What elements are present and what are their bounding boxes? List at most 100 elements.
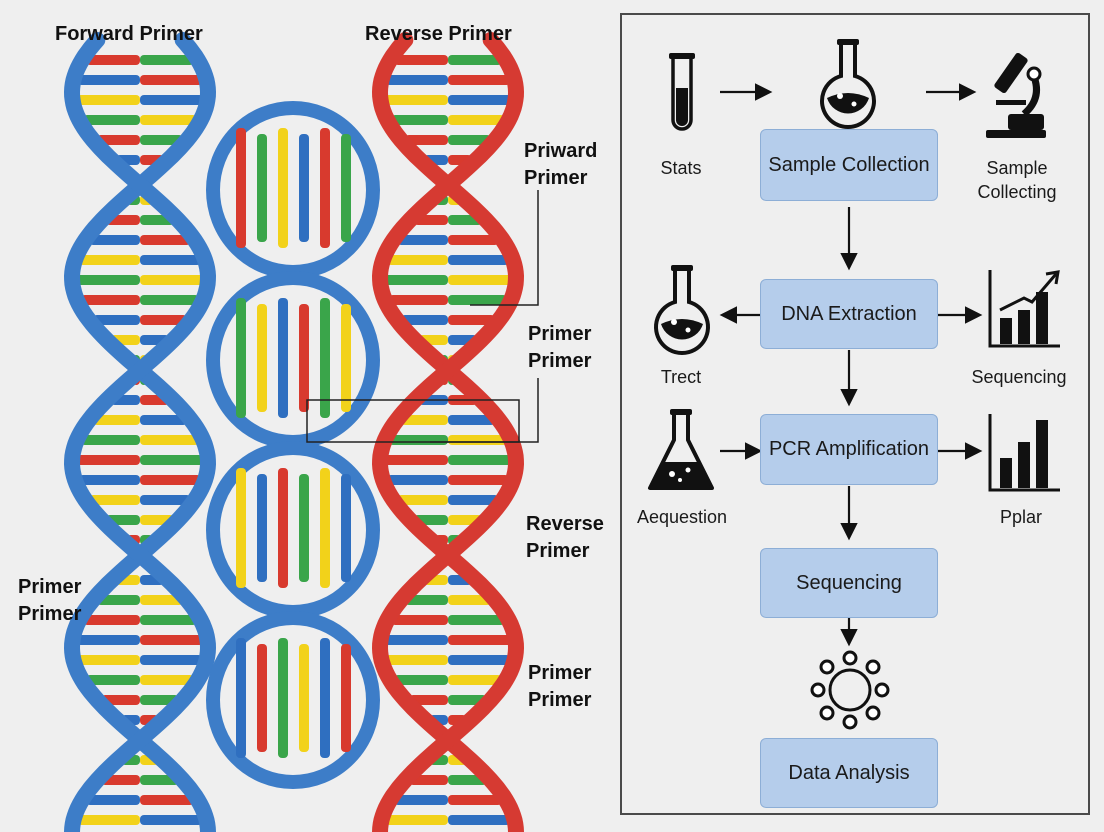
base-pair [386,475,448,485]
base-pair [409,775,448,785]
base-pair [397,235,448,245]
base-pair [140,695,179,705]
base-pair [76,455,140,465]
base-pair [77,75,140,85]
base-pair [101,775,140,785]
step-sample-collection: Sample Collection [760,129,938,201]
base-pair [257,134,267,242]
base-pair [320,468,330,588]
base-pair [448,695,487,705]
highlight-box [306,399,520,443]
base-pair [80,295,140,305]
reverse-primer-label: Reverse Primer [365,23,512,45]
base-pair [404,595,448,605]
base-pair [86,795,140,805]
base-pair [404,135,448,145]
base-pair [140,235,191,245]
base-pair [341,474,351,582]
base-pair [320,298,330,418]
base-pair [76,635,140,645]
base-pair [278,638,288,758]
base-pair [448,55,502,65]
base-pair [299,134,309,242]
base-pair [140,135,184,145]
base-pair [341,304,351,412]
base-pair [320,128,330,248]
base-pair [140,55,194,65]
base-pair [92,415,140,425]
base-pair [236,128,246,248]
base-pair [86,675,140,685]
forward-primer-label: Forward Primer [55,23,203,45]
base-pair [140,475,202,485]
base-pair [448,655,511,665]
base-pair [299,474,309,582]
base-pair [76,95,140,105]
base-pair [86,55,140,65]
base-pair [140,675,194,685]
base-pair [278,128,288,248]
base-pair [92,315,140,325]
base-pair [140,75,203,85]
base-pair [448,75,511,85]
base-pair [385,655,448,665]
base-pair [140,435,200,445]
base-pair [140,615,197,625]
base-pair [257,644,267,752]
base-pair [140,595,184,605]
base-pair [384,455,448,465]
test-tube-icon [669,53,695,131]
base-pair [140,635,204,645]
base-pair [299,304,309,412]
base-pair [400,315,448,325]
base-pair [278,468,288,588]
base-pair [448,295,508,305]
base-pair [448,635,512,645]
base-pair [140,815,203,825]
base-pair [400,415,448,425]
base-pair [140,655,203,665]
base-pair [448,815,511,825]
base-pair [236,298,246,418]
base-pair [341,644,351,752]
helix-strand [371,32,525,832]
stats-label: Stats [660,158,702,178]
flask-icon [654,265,710,356]
base-pair [140,95,204,105]
base-pair [394,795,448,805]
base-pair [448,595,492,605]
base-pair [397,495,448,505]
sequencing-side-label: Sequencing [971,367,1067,387]
helix-strand [63,32,217,832]
base-pair [140,295,200,305]
base-pair [236,638,246,758]
step-pcr-amplification: PCR Amplification [760,414,938,485]
base-pair [448,235,499,245]
base-pair [448,795,502,805]
base-pair [384,635,448,645]
base-pair [409,695,448,705]
base-pair [391,115,448,125]
base-pair [236,468,246,588]
base-pair [140,795,194,805]
bar-chart-icon [988,414,1060,492]
base-pair [257,474,267,582]
callout-line [470,190,539,306]
base-pair [391,615,448,625]
base-pair [394,675,448,685]
base-pair [448,615,505,625]
base-pair [394,55,448,65]
base-pair [140,315,188,325]
base-pair [77,815,140,825]
base-pair [448,475,510,485]
base-pair [386,255,448,265]
base-pair [89,495,140,505]
base-pair [78,475,140,485]
base-pair [140,415,188,425]
